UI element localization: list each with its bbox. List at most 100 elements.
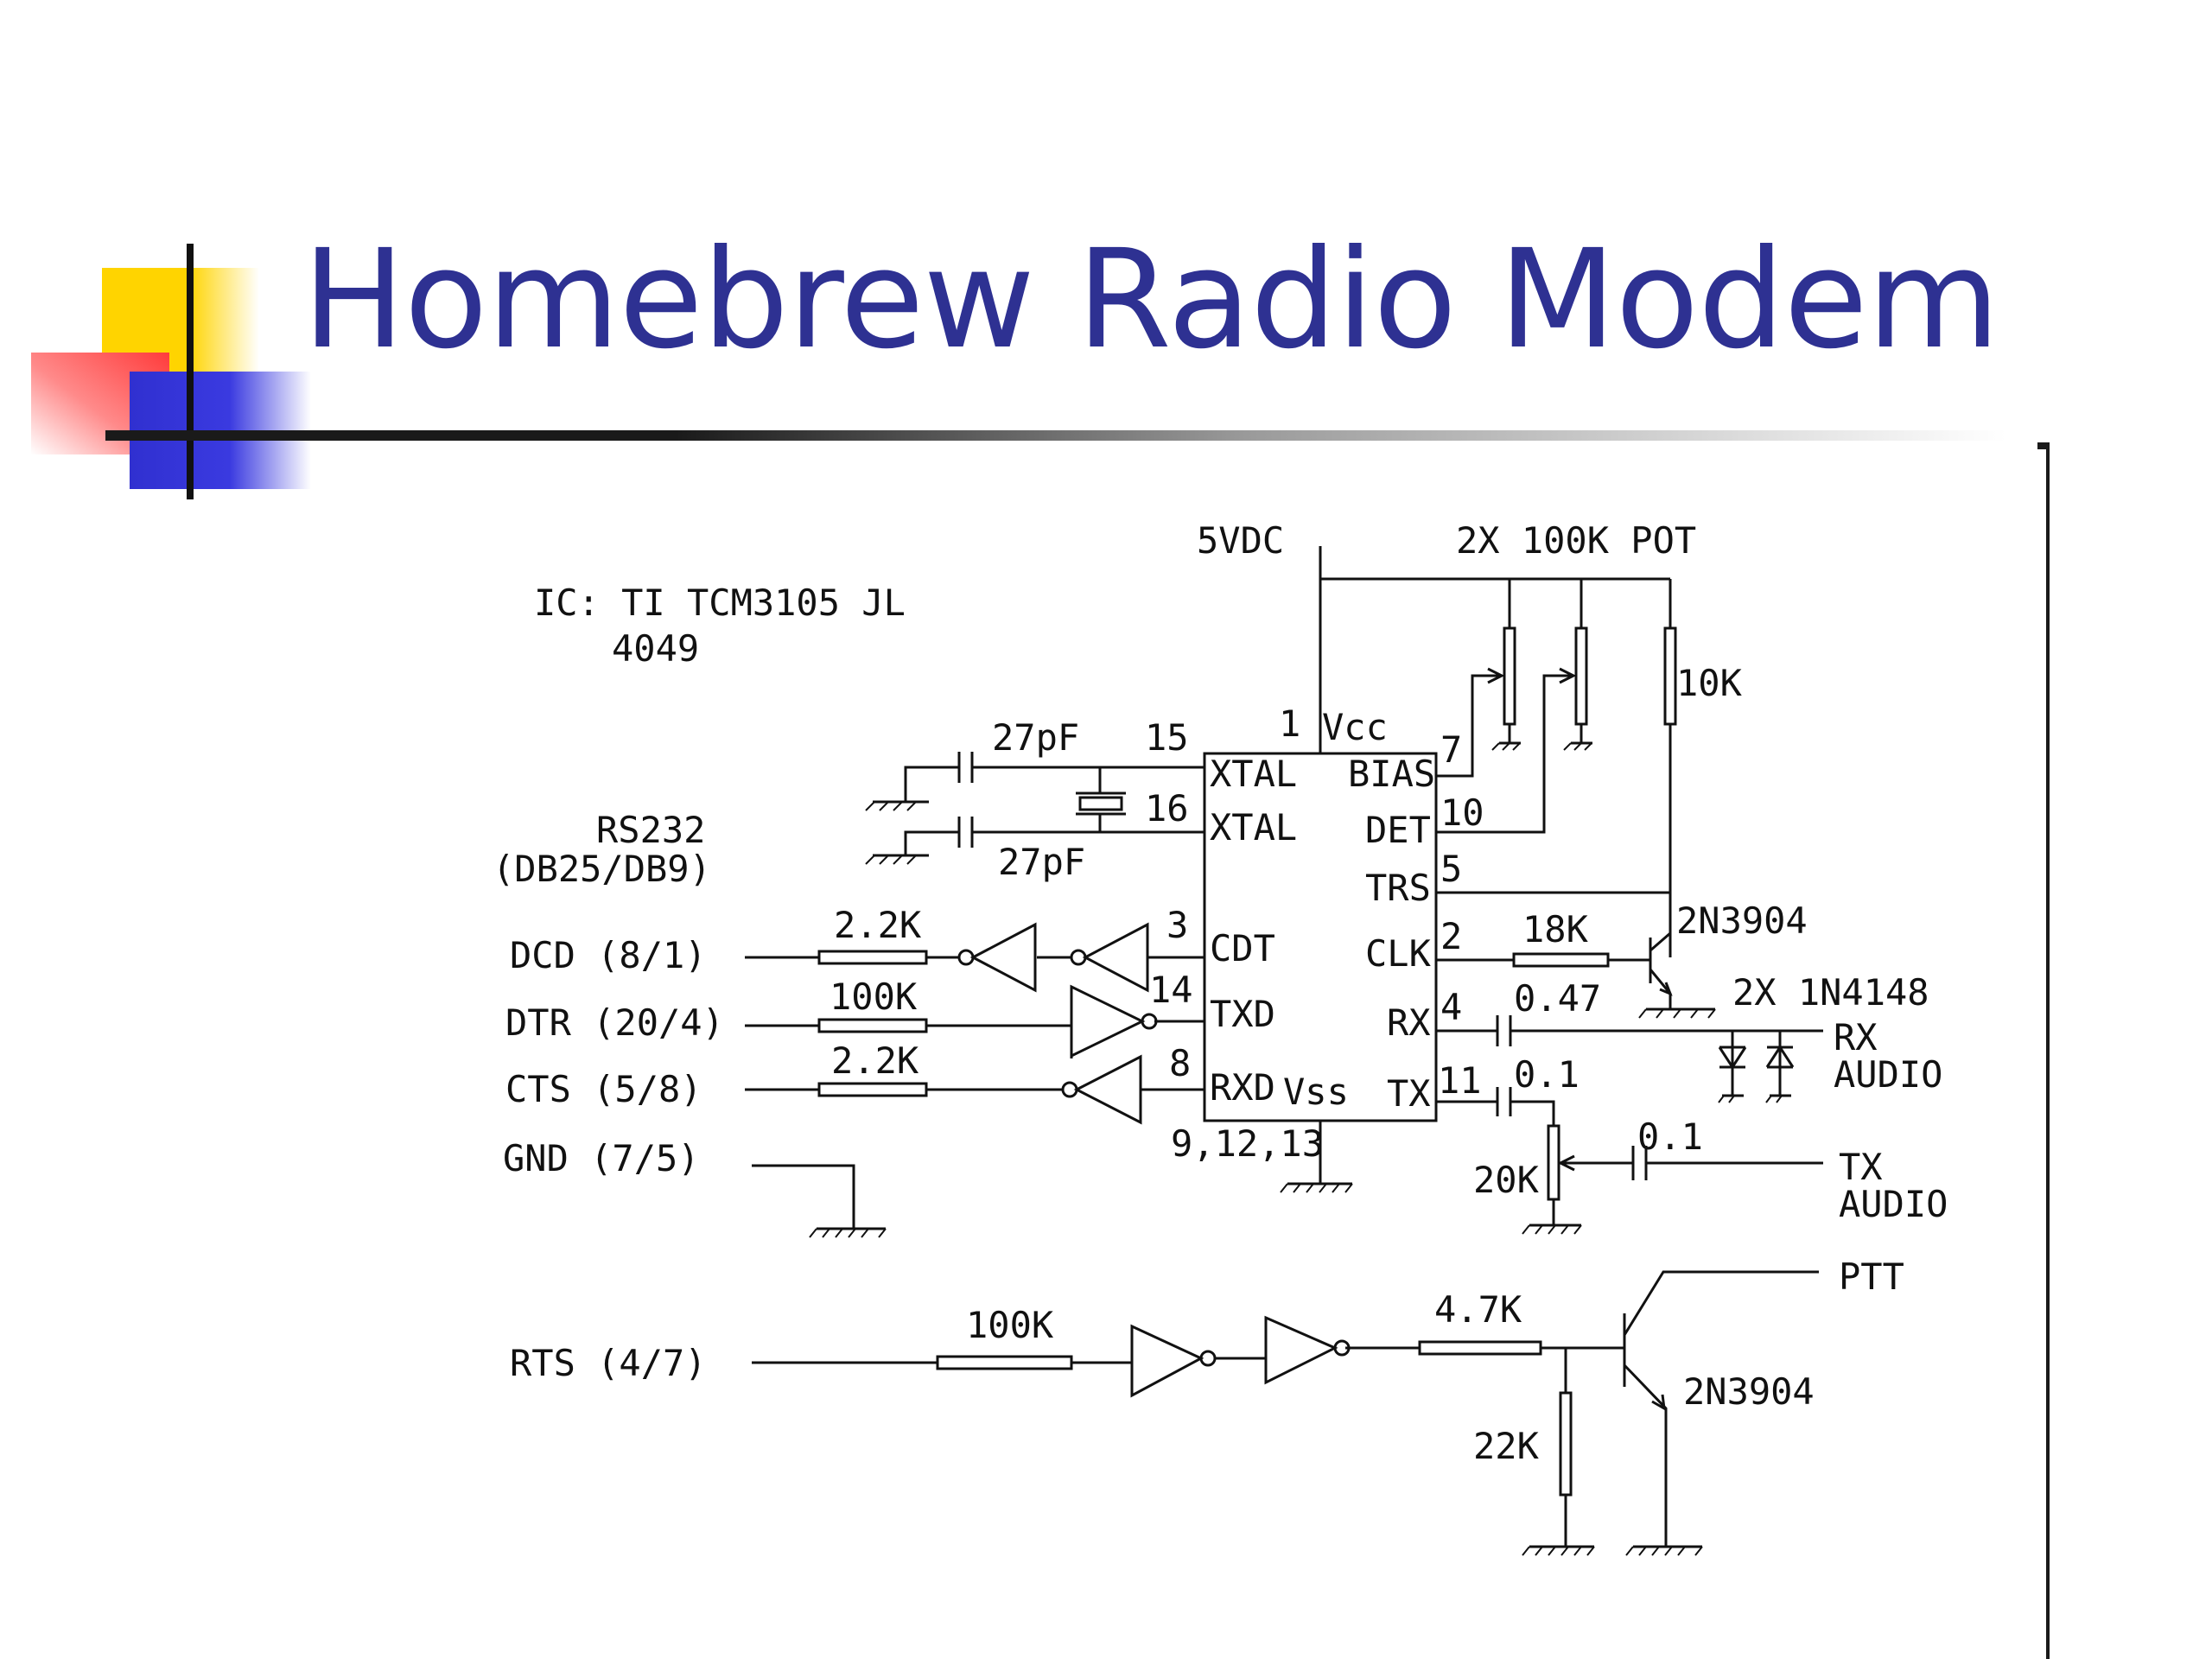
r47k-body bbox=[1418, 1340, 1542, 1356]
pin-2: 2 bbox=[1440, 915, 1462, 957]
c01tx-plates bbox=[1496, 1087, 1512, 1116]
ic-pin-tx: TX bbox=[1387, 1072, 1431, 1115]
inv-dtr-bubble bbox=[1141, 1013, 1158, 1030]
r-dtr-body bbox=[817, 1018, 928, 1033]
r-dtr-label: 100K bbox=[830, 976, 918, 1018]
ic-pin-vss: Vss bbox=[1283, 1071, 1349, 1113]
q1-arrow bbox=[1659, 982, 1673, 996]
cap27-top-label: 27pF bbox=[992, 716, 1079, 759]
diodes-label: 2X 1N4148 bbox=[1732, 971, 1929, 1014]
ic-pin-cdt: CDT bbox=[1210, 927, 1275, 969]
r-cts-label: 2.2K bbox=[831, 1039, 919, 1082]
cap27-top-plates bbox=[957, 752, 974, 783]
diode1 bbox=[1718, 1031, 1747, 1097]
pot2-wire bbox=[1571, 579, 1592, 745]
vcc-wire bbox=[1319, 546, 1670, 753]
r22k-label: 22K bbox=[1473, 1425, 1540, 1467]
ic-pin-rx: RX bbox=[1387, 1001, 1431, 1044]
q1-label: 2N3904 bbox=[1676, 899, 1808, 942]
rts-wire bbox=[752, 1346, 1624, 1364]
xtal1-wire bbox=[873, 766, 1205, 804]
ic-note-line2: 4049 bbox=[612, 627, 699, 670]
r-cts-body bbox=[817, 1082, 928, 1097]
q1-transistor bbox=[1646, 931, 1715, 1011]
pin-3: 3 bbox=[1166, 904, 1188, 946]
pin-4: 4 bbox=[1440, 986, 1462, 1028]
inv-dcd2 bbox=[1082, 922, 1149, 993]
c047-label: 0.47 bbox=[1514, 977, 1601, 1020]
crystal bbox=[1076, 767, 1126, 832]
pin-11: 11 bbox=[1438, 1059, 1482, 1102]
c01tx-label: 0.1 bbox=[1514, 1053, 1580, 1096]
pin-14: 14 bbox=[1149, 969, 1193, 1011]
pot2-body bbox=[1574, 626, 1588, 726]
ic-pin-rxd: RXD bbox=[1210, 1066, 1275, 1109]
ic-pin-vcc: Vcc bbox=[1322, 706, 1388, 748]
c047-plates bbox=[1496, 1015, 1512, 1046]
pin-15: 15 bbox=[1145, 716, 1189, 759]
r18k-body bbox=[1512, 952, 1610, 968]
pin-7: 7 bbox=[1440, 728, 1462, 771]
pin-1: 1 bbox=[1279, 702, 1300, 745]
schematic-frame: IC: TI TCM3105 JL 4049 5VDC 2X 100K POT … bbox=[430, 449, 2046, 1659]
tx-wire bbox=[1436, 1100, 1555, 1126]
pot1-wiper bbox=[1436, 674, 1500, 778]
r-dcd-body bbox=[817, 950, 928, 965]
ic-pin-bias: BIAS bbox=[1348, 753, 1435, 795]
tx-audio-label-1: TX bbox=[1839, 1146, 1883, 1188]
cap27-bot-plates bbox=[957, 817, 974, 848]
pot1-arrow bbox=[1487, 667, 1505, 684]
q2-arrow bbox=[1651, 1394, 1666, 1411]
title-rule bbox=[105, 430, 2006, 441]
inv-rts1 bbox=[1130, 1324, 1205, 1398]
ic-pin-det: DET bbox=[1365, 809, 1431, 851]
ic-pin-clk: CLK bbox=[1365, 932, 1432, 975]
vss-ground bbox=[1287, 1121, 1352, 1185]
ic-note-line1: IC: TI TCM3105 JL bbox=[534, 582, 906, 624]
pot2-arrow bbox=[1559, 667, 1577, 684]
ground-hatches bbox=[809, 742, 1783, 1556]
cts-label: CTS (5/8) bbox=[505, 1068, 702, 1110]
schematic-diagram: IC: TI TCM3105 JL 4049 5VDC 2X 100K POT … bbox=[493, 519, 1948, 1556]
pot20k-wire bbox=[1529, 1199, 1581, 1227]
deco-vertical-line bbox=[187, 244, 194, 499]
gnd-label: GND (7/5) bbox=[503, 1137, 700, 1179]
dcd-label: DCD (8/1) bbox=[510, 934, 707, 976]
pot1-body bbox=[1503, 626, 1516, 726]
r22k-wire bbox=[1529, 1348, 1594, 1548]
xtal2-wire bbox=[873, 830, 1205, 857]
q2-transistor bbox=[1623, 1270, 1819, 1548]
pin-16: 16 bbox=[1145, 787, 1189, 830]
pin-10: 10 bbox=[1440, 791, 1484, 834]
r10k-label: 10K bbox=[1676, 662, 1743, 704]
crystal-body bbox=[1078, 796, 1123, 811]
ic-pin-xtal1: XTAL bbox=[1210, 753, 1297, 795]
rs232-label-1: RS232 bbox=[596, 809, 705, 851]
dtr-wire bbox=[745, 987, 1205, 1058]
supply-label: 5VDC bbox=[1197, 519, 1284, 562]
r-rts-body bbox=[936, 1355, 1073, 1370]
inv-cts bbox=[1073, 1054, 1142, 1125]
rs232-label-2: (DB25/DB9) bbox=[493, 848, 711, 890]
diode2 bbox=[1765, 1031, 1795, 1097]
r-dcd-label: 2.2K bbox=[834, 904, 922, 946]
tx-audio-label-2: AUDIO bbox=[1839, 1183, 1948, 1225]
r47k-label: 4.7K bbox=[1434, 1288, 1522, 1331]
pot-label: 2X 100K POT bbox=[1456, 519, 1696, 562]
ic-pin-txd: TXD bbox=[1210, 993, 1275, 1035]
gnd-wire bbox=[752, 1164, 886, 1230]
inv-rts2 bbox=[1264, 1315, 1338, 1385]
pin-5: 5 bbox=[1440, 848, 1462, 890]
c01in-plates bbox=[1631, 1146, 1648, 1180]
pot20k-label: 20K bbox=[1473, 1159, 1540, 1201]
slide-title: Homebrew Radio Modem bbox=[302, 220, 2000, 379]
inv-rts1-bubble bbox=[1199, 1350, 1217, 1367]
pot2-wiper bbox=[1436, 674, 1572, 834]
pot1-wire bbox=[1499, 579, 1521, 745]
cap27-bottom-label: 27pF bbox=[998, 841, 1085, 883]
ptt-label: PTT bbox=[1839, 1255, 1904, 1298]
ic-pin-xtal2: XTAL bbox=[1210, 806, 1297, 849]
inv-rts2-bubble bbox=[1333, 1339, 1351, 1357]
inv-dcd1 bbox=[969, 922, 1037, 993]
